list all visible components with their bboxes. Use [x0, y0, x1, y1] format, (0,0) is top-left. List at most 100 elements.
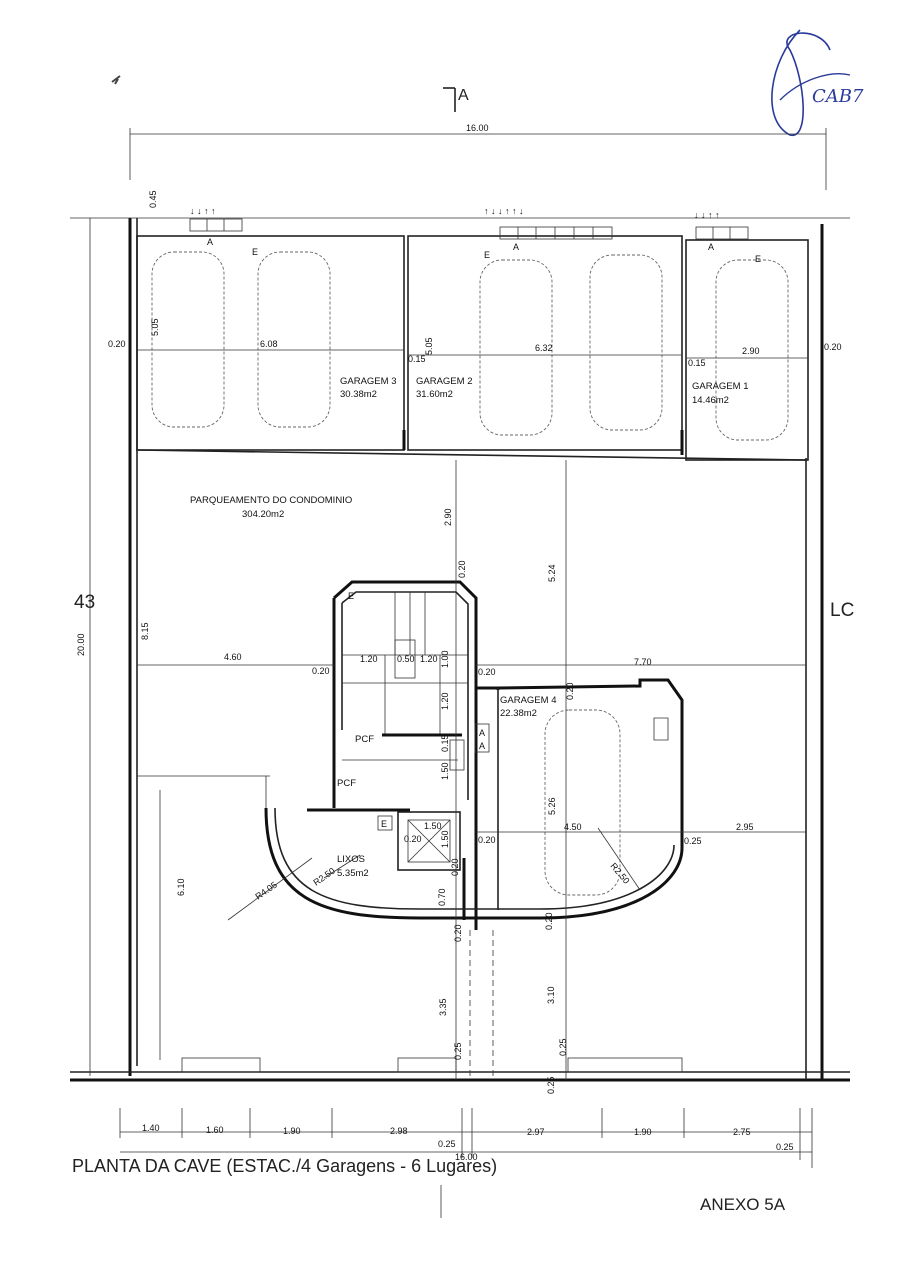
dim-815: 8.15 [140, 622, 150, 640]
side-label-left: 43 [74, 592, 95, 613]
outer-walls [70, 217, 850, 1082]
car-g2-right [589, 254, 663, 431]
dim-770: 7.70 [634, 657, 652, 667]
garagem-3-label: GARAGEM 3 [340, 376, 397, 387]
dim-020-f: 0.20 [450, 858, 460, 876]
dim-015-a: 0.15 [408, 354, 426, 364]
dim-015-c: 0.15 [440, 734, 450, 752]
vent-grilles: ↓ ↓ ↑ ↑ ↑ ↓ ↓ ↑ ↑ ↓ ↓ ↓ ↑ ↑ [189, 206, 749, 240]
dim-b297: 2.97 [527, 1127, 545, 1137]
dim-632: 6.32 [535, 343, 553, 353]
lixos-label: LIXOS [337, 854, 365, 865]
dim-120-a: 1.20 [360, 654, 378, 664]
dim-b190-a: 1.90 [283, 1126, 301, 1136]
lixos-area: 5.35m2 [337, 868, 369, 879]
dim-b025-a: 0.25 [438, 1139, 456, 1149]
marker-e-3: E [755, 254, 761, 264]
dimension-lines [119, 349, 813, 1168]
marker-a-1: A [207, 237, 213, 247]
car-g1 [715, 259, 789, 441]
pcf-label-2: PCF [337, 778, 356, 789]
garagem-2-label: GARAGEM 2 [416, 376, 473, 387]
dim-608: 6.08 [260, 339, 278, 349]
marker-a-5: A [479, 741, 485, 751]
dim-526: 5.26 [547, 797, 557, 815]
pcf-label-1: PCF [355, 734, 374, 745]
dim-310: 3.10 [546, 986, 556, 1004]
dim-460: 4.60 [224, 652, 242, 662]
section-marker-label: A [458, 87, 469, 104]
dim-020-a: 0.20 [312, 666, 330, 676]
dim-b298: 2.98 [390, 1126, 408, 1136]
dimension-top-total: 16.00 [129, 123, 827, 190]
elevator-shaft [397, 811, 461, 871]
marker-a-3: A [708, 242, 714, 252]
dim-top-total: 16.00 [466, 123, 489, 133]
dim-r405: R4.05 [253, 880, 278, 902]
drawing-title: PLANTA DA CAVE (ESTAC./4 Garagens - 6 Lu… [72, 1156, 497, 1176]
dim-r250-b: R2.50 [608, 861, 631, 886]
signature-mark: CAB7 [771, 29, 864, 136]
dim-b160: 1.60 [206, 1125, 224, 1135]
dim-025-c: 0.25 [558, 1038, 568, 1056]
svg-text:↓ ↓ ↑ ↑: ↓ ↓ ↑ ↑ [190, 206, 216, 216]
dim-020-c: 0.20 [565, 682, 575, 700]
dim-025-a: 0.25 [684, 836, 702, 846]
side-label-right: LC [830, 600, 854, 621]
svg-text:↓ ↓ ↑ ↑: ↓ ↓ ↑ ↑ [694, 210, 720, 220]
dim-b025-b: 0.25 [776, 1142, 794, 1152]
dim-020-left: 0.20 [108, 339, 126, 349]
dim-020-e: 0.20 [478, 835, 496, 845]
dim-020-right: 0.20 [824, 342, 842, 352]
dim-020-g: 0.20 [453, 924, 463, 942]
dim-120-b: 1.20 [420, 654, 438, 664]
dim-025-d: 0.25 [546, 1076, 556, 1094]
garage-walls [136, 235, 809, 461]
dim-150-c: 1.50 [440, 830, 450, 848]
dim-524: 5.24 [547, 564, 557, 582]
dim-070: 0.70 [437, 888, 447, 906]
marker-e-2: E [484, 250, 490, 260]
dim-290-b: 2.90 [443, 508, 453, 526]
dim-295: 2.95 [736, 822, 754, 832]
dim-b275: 2.75 [733, 1127, 751, 1137]
dim-025-b: 0.25 [453, 1042, 463, 1060]
dim-610: 6.10 [176, 878, 186, 896]
dim-045: 0.45 [148, 190, 158, 208]
garagem-3-area: 30.38m2 [340, 389, 377, 400]
garagem-1-label: GARAGEM 1 [692, 381, 749, 392]
dim-020-b: 0.20 [478, 667, 496, 677]
dim-020-h: 0.20 [544, 912, 554, 930]
dim-020-d: 0.20 [404, 834, 422, 844]
marker-e-5: E [381, 819, 387, 829]
car-g3-right [257, 251, 331, 428]
dim-r250-a: R2.50 [311, 866, 336, 888]
dim-150-a: 1.50 [440, 762, 450, 780]
dim-150-b: 1.50 [424, 821, 442, 831]
marker-e-1: E [252, 247, 258, 257]
section-marker: A [440, 87, 469, 1218]
dim-020-v1: 0.20 [457, 560, 467, 578]
dim-335: 3.35 [438, 998, 448, 1016]
annex-label: ANEXO 5A [700, 1195, 786, 1214]
garagem-4-area: 22.38m2 [500, 708, 537, 719]
ramp-curve [137, 775, 684, 1060]
dim-120-c: 1.20 [440, 692, 450, 710]
elevator-car [407, 819, 451, 863]
dim-050: 0.50 [397, 654, 415, 664]
dim-015-b: 0.15 [688, 358, 706, 368]
garagem-4-label: GARAGEM 4 [500, 695, 557, 706]
parque-label: PARQUEAMENTO DO CONDOMINIO [190, 495, 352, 506]
dim-2000: 20.00 [76, 633, 86, 656]
svg-text:↑ ↓ ↓ ↑ ↑ ↓: ↑ ↓ ↓ ↑ ↑ ↓ [484, 206, 524, 216]
dim-100: 1.00 [440, 650, 450, 668]
dim-505-b: 5.05 [424, 337, 434, 355]
parked-cars [151, 251, 789, 896]
signature-text: CAB7 [812, 86, 864, 107]
car-g4 [544, 709, 621, 896]
bottom-openings [181, 930, 683, 1080]
car-g2-left [479, 259, 553, 436]
dim-b190-b: 1.90 [634, 1127, 652, 1137]
dim-505-a: 5.05 [150, 318, 160, 336]
